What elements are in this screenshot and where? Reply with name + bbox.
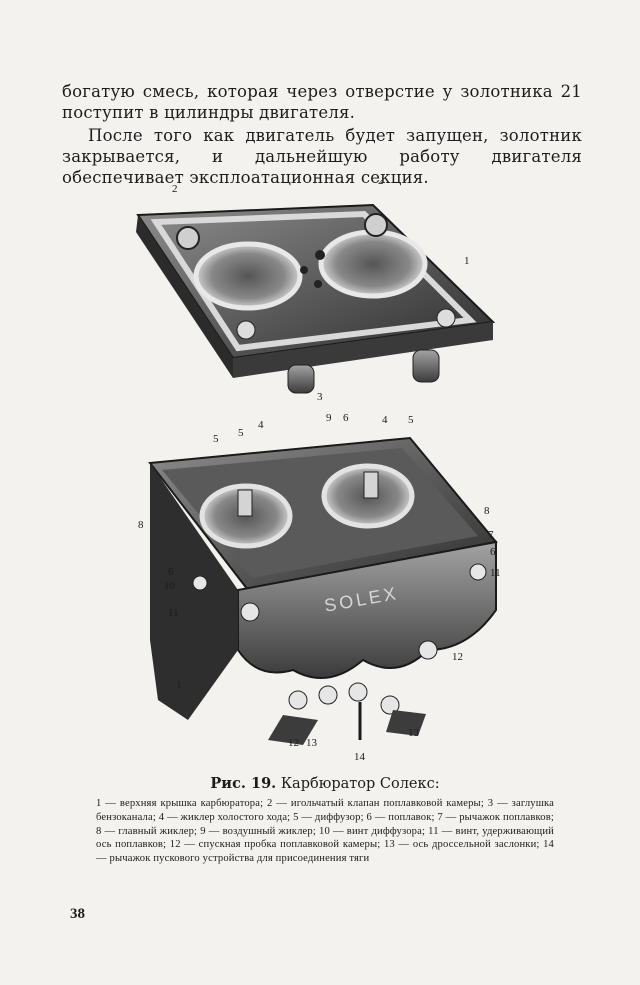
- label-b-4a: 4: [258, 419, 264, 431]
- label-b-12a: 12: [452, 651, 463, 663]
- label-b-12b: 12: [288, 737, 299, 749]
- label-top-3: 3: [317, 391, 323, 403]
- label-b-8b: 8: [138, 519, 144, 531]
- label-b-5c: 5: [408, 414, 414, 426]
- label-b-11a: 11: [490, 567, 501, 579]
- label-top-2a: 2: [172, 183, 178, 195]
- top-cover-drawing: 2 2 1 3: [136, 180, 496, 403]
- label-b-13b: 13: [408, 727, 420, 739]
- label-b-1: 1: [176, 679, 182, 691]
- caption-figure-name: Карбюратор Солекс:: [276, 776, 440, 792]
- label-b-11b: 11: [168, 607, 179, 619]
- carburetor-illustration: 2 2 1 3 SOLEX: [136, 180, 501, 763]
- lower-labels: 5 5 4 9 6 4 5 8 8 7 6 6 10 11 11 12 1 12…: [138, 412, 501, 763]
- label-b-10: 10: [164, 580, 176, 592]
- caption-figure-number: Рис. 19.: [210, 775, 277, 792]
- page-number: 38: [70, 906, 85, 922]
- label-b-6b: 6: [490, 546, 496, 558]
- label-top-2b: 2: [378, 180, 384, 187]
- label-b-4b: 4: [382, 414, 388, 426]
- float-chamber-body-drawing: SOLEX: [148, 436, 498, 745]
- label-b-9: 9: [326, 412, 332, 424]
- carburetor-figure: 2 2 1 3 SOLEX: [128, 180, 508, 770]
- label-b-5b: 5: [238, 427, 244, 439]
- figure-caption: Рис. 19. Карбюратор Солекс: 1 — верхняя …: [96, 775, 554, 866]
- paragraph-1: богатую смесь, которая через отверстие у…: [62, 81, 582, 122]
- label-b-6a: 6: [343, 412, 349, 424]
- paragraph-2: После того как двигатель будет запущен, …: [62, 125, 582, 187]
- label-b-13a: 13: [306, 737, 318, 749]
- caption-title: Рис. 19. Карбюратор Солекс:: [96, 775, 554, 792]
- label-b-5a: 5: [213, 433, 219, 445]
- caption-legend: 1 — верхняя крышка карбюратора; 2 — игол…: [96, 798, 554, 865]
- label-b-14: 14: [354, 751, 366, 763]
- label-top-1: 1: [464, 255, 470, 267]
- label-b-8a: 8: [484, 505, 490, 517]
- label-b-6c: 6: [168, 566, 174, 578]
- label-b-7: 7: [488, 529, 494, 541]
